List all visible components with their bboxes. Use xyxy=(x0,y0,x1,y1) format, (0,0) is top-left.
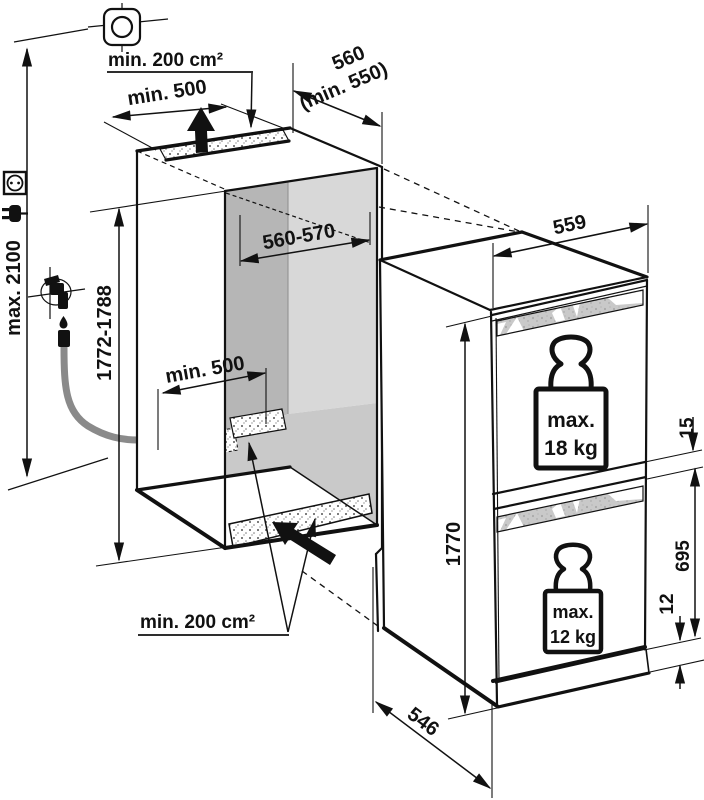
dim-appliance-width xyxy=(492,205,649,308)
appliance-height-label: 1770 xyxy=(443,522,465,567)
airflow-in-arrow-icon xyxy=(272,522,336,565)
upper-load-label: max. xyxy=(547,409,595,432)
upper-load-value: 18 kg xyxy=(544,437,598,460)
top-vent-width-label: min. 500 xyxy=(126,76,209,110)
niche-top-vent xyxy=(159,129,291,162)
dim-ceiling-height xyxy=(7,28,109,491)
niche-frame-left xyxy=(137,151,225,548)
lower-door-height-label: 695 xyxy=(673,540,694,572)
lower-load-value: 12 kg xyxy=(550,627,596,647)
lower-load-label: max. xyxy=(552,602,593,622)
power-outlet-icon xyxy=(2,170,28,196)
appliance-base xyxy=(495,649,649,708)
upper-door-grille xyxy=(496,289,644,337)
appliance-front-face xyxy=(492,280,647,681)
dim-niche-height xyxy=(89,190,228,567)
appliance: max. 18 kg max. 12 kg xyxy=(378,230,651,709)
dim-base-gap xyxy=(649,616,704,689)
niche-bottom-vent xyxy=(228,493,373,548)
niche-height-label: 1772-1788 xyxy=(94,285,116,381)
weight-18kg-icon: max. 18 kg xyxy=(533,334,609,471)
water-tap-icon xyxy=(27,267,142,444)
dim-floor-vent-width xyxy=(157,368,267,450)
top-vent-area-label: min. 200 cm² xyxy=(108,50,223,71)
junction-box-icon xyxy=(87,3,169,52)
appliance-width-label: 559 xyxy=(551,211,588,239)
niche-edges xyxy=(135,126,384,633)
bottom-vent-area-label: min. 200 cm² xyxy=(140,612,255,633)
airflow-up-arrow-icon xyxy=(187,107,215,153)
dim-lower-door-height xyxy=(643,467,702,651)
niche-back-wall xyxy=(288,167,377,414)
niche-side-wall xyxy=(225,181,288,440)
projection-lines xyxy=(301,168,520,630)
dim-top-vent-area xyxy=(107,71,257,129)
appliance-edges xyxy=(378,230,651,709)
water-drop-icon xyxy=(59,316,68,329)
lower-door-grille xyxy=(496,485,644,533)
base-gap-label: 12 xyxy=(657,593,678,614)
dim-appliance-depth xyxy=(372,567,493,798)
dim-niche-depth xyxy=(292,63,383,164)
ceiling-height-label: max. 2100 xyxy=(3,240,25,336)
weight-12kg-icon: max. 12 kg xyxy=(542,542,604,655)
niche-floor-vent xyxy=(229,408,287,439)
door-gap-label: 15 xyxy=(677,417,698,439)
appliance-depth-label: 546 xyxy=(403,703,443,741)
dim-bottom-vent-area xyxy=(138,441,316,636)
power-plug-icon xyxy=(2,205,28,222)
dim-niche-width xyxy=(225,192,372,266)
